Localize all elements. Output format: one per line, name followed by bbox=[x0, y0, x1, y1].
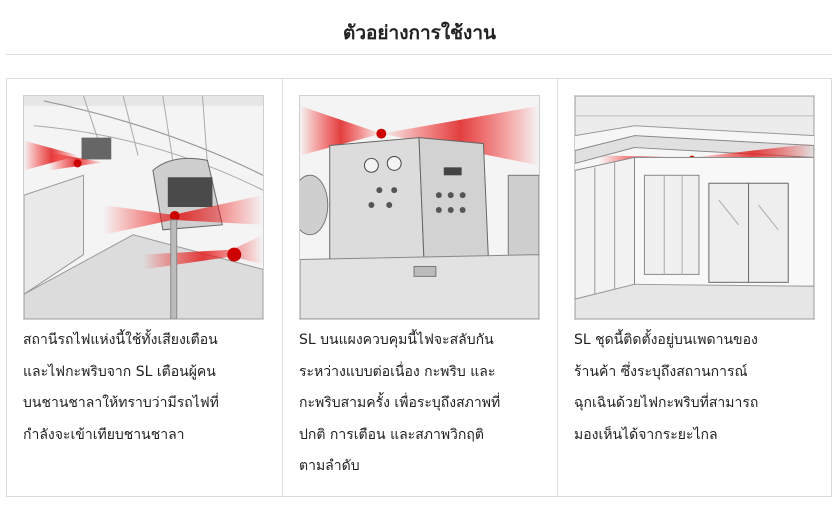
example-cards: สถานีรถไฟแห่งนี้ใช้ทั้งเสียงเตือน และไฟก… bbox=[6, 78, 832, 497]
example-description: SL บนแผงควบคุมนี้ไฟจะสลับกัน ระหว่างแบบต… bbox=[299, 332, 501, 474]
section-title: ตัวอย่างการใช้งาน bbox=[343, 22, 496, 44]
example-card-control-panel: SL บนแผงควบคุมนี้ไฟจะสลับกัน ระหว่างแบบต… bbox=[282, 79, 557, 496]
train-platform-illustration bbox=[23, 95, 264, 320]
example-card-storefront: SL ชุดนี้ติดตั้งอยู่บนเพดานของ ร้านค้า ซ… bbox=[557, 79, 831, 496]
example-card-train-station: สถานีรถไฟแห่งนี้ใช้ทั้งเสียงเตือน และไฟก… bbox=[7, 79, 282, 496]
control-panel-illustration bbox=[299, 95, 540, 320]
title-divider bbox=[6, 54, 832, 55]
storefront-illustration bbox=[574, 95, 815, 320]
example-description: SL ชุดนี้ติดตั้งอยู่บนเพดานของ ร้านค้า ซ… bbox=[574, 332, 759, 443]
example-description: สถานีรถไฟแห่งนี้ใช้ทั้งเสียงเตือน และไฟก… bbox=[23, 332, 219, 443]
